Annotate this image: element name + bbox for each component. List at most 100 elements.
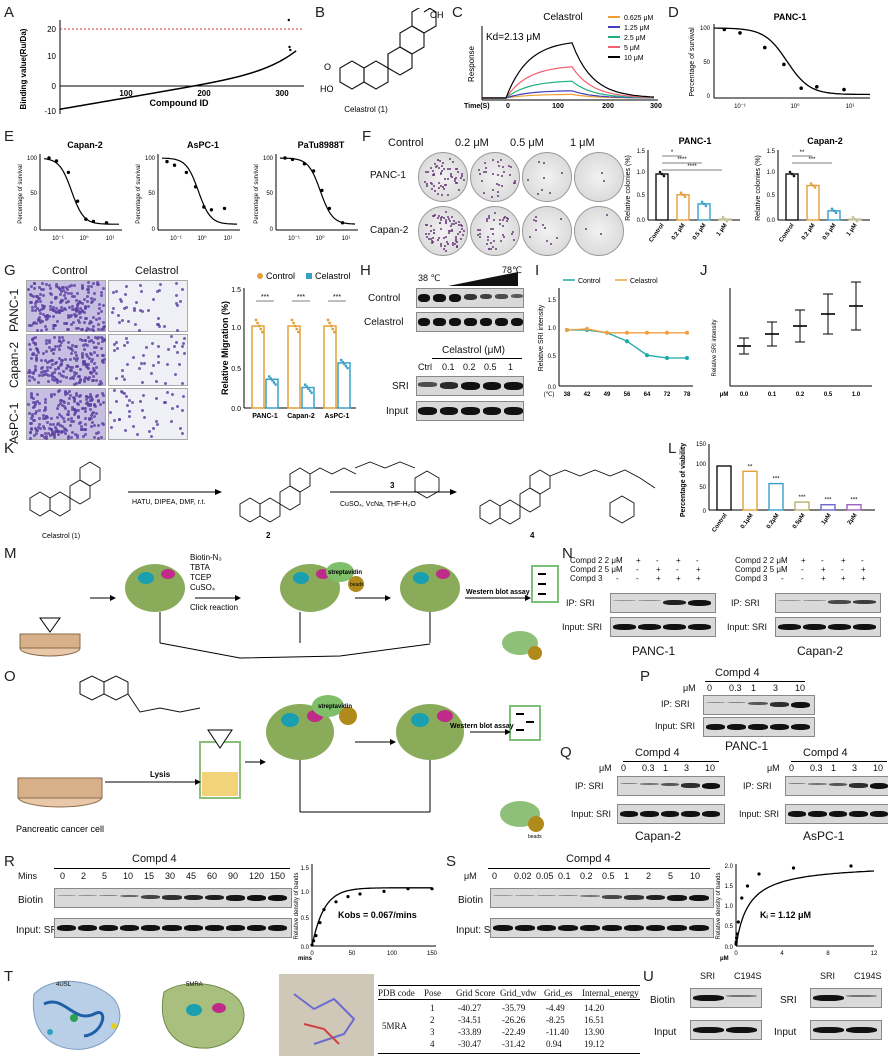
panel-n-sign: - bbox=[676, 566, 679, 574]
panel-r-point bbox=[310, 943, 313, 946]
migrated-cell bbox=[124, 293, 127, 296]
blot-band bbox=[495, 294, 507, 299]
panel-e-fit-curve bbox=[280, 158, 355, 224]
migrated-cell bbox=[102, 328, 105, 331]
panel-l-sig-mark: ** bbox=[748, 464, 753, 470]
migrated-cell bbox=[42, 294, 45, 297]
table-cell: -26.26 bbox=[502, 1015, 525, 1025]
migrated-cell bbox=[70, 436, 73, 439]
panel-g-bar-point bbox=[274, 383, 276, 385]
panel-n-sign: - bbox=[636, 575, 639, 583]
migrated-cell bbox=[41, 374, 44, 377]
blot-band bbox=[493, 925, 513, 931]
colony-dot bbox=[448, 232, 450, 234]
compound-3-caption: 3 bbox=[390, 481, 395, 490]
reaction-1-conditions: HATU, DIPEA, DMF, r.t. bbox=[132, 499, 205, 506]
panel-n-sign-grid: -+-+---+-+--+++ bbox=[781, 557, 881, 587]
panel-g-legend-dot-celastrol bbox=[306, 273, 312, 279]
migrated-cell bbox=[115, 377, 118, 380]
migrated-cell bbox=[52, 315, 55, 318]
colony-dish bbox=[418, 152, 468, 202]
panel-r-point bbox=[346, 895, 349, 898]
blot-band bbox=[813, 995, 844, 1001]
panel-c-xtick-100: 100 bbox=[552, 103, 564, 110]
panel-q-cell: AsPC-1 bbox=[803, 830, 844, 842]
migrated-cell bbox=[40, 359, 43, 362]
migrated-cell bbox=[132, 356, 135, 359]
panel-n-sign: - bbox=[656, 557, 659, 565]
panel-q-conc: 0 bbox=[789, 764, 794, 773]
panel-l-xtick: 0.1μM bbox=[740, 513, 755, 530]
migrated-cell bbox=[33, 419, 36, 422]
panel-label-d: D bbox=[668, 4, 679, 21]
panel-l-xtick: 1μM bbox=[821, 513, 833, 526]
panel-r-plot: 1.51.00.50.0050100150minsKobs = 0.067/mi… bbox=[294, 864, 438, 962]
panel-n-sign: + bbox=[821, 575, 826, 583]
panel-r-time: 150 bbox=[270, 872, 285, 881]
compound-2-caption: 2 bbox=[266, 531, 271, 540]
panel-label-p: P bbox=[640, 668, 650, 685]
panel-c-ylabel: Response bbox=[467, 45, 476, 82]
panel-r-time: 30 bbox=[165, 872, 175, 881]
panel-q-conc: 1 bbox=[831, 764, 836, 773]
panel-n-sign: - bbox=[616, 566, 619, 574]
panel-j-xtick: 0.1 bbox=[768, 392, 777, 398]
panel-b-caption: Celastrol (1) bbox=[344, 105, 388, 114]
panel-s-conc: 1 bbox=[624, 872, 629, 881]
panel-r-ylabel: Relative density of bands bbox=[294, 872, 300, 939]
migrated-cell bbox=[109, 411, 112, 414]
colony-dot bbox=[430, 167, 432, 169]
migrated-cell bbox=[145, 346, 148, 349]
panel-f-bar-groups: PANC-11.51.00.50.0Control0.2 μM0.5 μM1 μ… bbox=[625, 136, 870, 244]
table-cell: 4 bbox=[430, 1039, 435, 1049]
panel-r-point bbox=[322, 908, 325, 911]
migrated-cell bbox=[136, 433, 139, 436]
migrated-cell bbox=[59, 344, 62, 347]
panel-e-ytick: 100 bbox=[27, 156, 38, 162]
panel-e-xtick: 10⁰ bbox=[197, 235, 207, 242]
panel-e-xtick: 10¹ bbox=[342, 236, 351, 242]
migrated-cell bbox=[78, 395, 81, 398]
blot-band bbox=[464, 318, 476, 326]
migrated-cell bbox=[88, 418, 91, 421]
panel-e-ylabel: Percentage of survival bbox=[254, 164, 260, 223]
panel-n-sign: - bbox=[616, 575, 619, 583]
blot-band bbox=[640, 783, 658, 785]
migrated-cell bbox=[58, 339, 61, 342]
migrated-cell bbox=[71, 305, 74, 308]
panel-f-sig-mark: *** bbox=[808, 157, 816, 163]
migrated-cell bbox=[29, 431, 32, 434]
migrated-cell bbox=[113, 419, 116, 422]
table-cell: 3 bbox=[430, 1027, 435, 1037]
panel-f-bar-point bbox=[810, 182, 813, 185]
panel-e-point bbox=[328, 207, 331, 210]
blot-band bbox=[537, 925, 557, 931]
panel-o-beads: beads bbox=[528, 834, 542, 840]
panel-r-time: 0 bbox=[60, 872, 65, 881]
migrated-cell bbox=[71, 431, 74, 434]
migrated-cell bbox=[35, 357, 38, 360]
panel-l-sig-mark: *** bbox=[798, 495, 806, 501]
blot-band bbox=[693, 995, 724, 1001]
migrated-cell bbox=[126, 404, 129, 407]
panel-f-ytick: 0.0 bbox=[767, 218, 776, 224]
migrated-cell bbox=[69, 358, 72, 361]
colony-dot bbox=[451, 216, 453, 218]
migrated-cell bbox=[97, 424, 100, 427]
migration-micrograph bbox=[26, 334, 106, 386]
panel-f-bar-point bbox=[831, 208, 834, 211]
migration-micrograph bbox=[108, 280, 188, 332]
panel-q-input-label: Input: SRI bbox=[571, 810, 611, 819]
migrated-cell bbox=[61, 425, 64, 428]
colony-dot bbox=[450, 173, 452, 175]
migrated-cell bbox=[44, 432, 47, 435]
colony-dot bbox=[437, 193, 439, 195]
migrated-cell bbox=[64, 393, 67, 396]
panel-a-chart: 20 10 0 -10 100 200 300 Compound ID Bind… bbox=[14, 14, 314, 132]
colony-dot bbox=[457, 171, 459, 173]
migrated-cell bbox=[67, 418, 70, 421]
colony-dot bbox=[445, 184, 447, 186]
panel-q-conc: 10 bbox=[705, 764, 715, 773]
migrated-cell bbox=[52, 423, 55, 426]
panel-e-point bbox=[303, 162, 306, 165]
